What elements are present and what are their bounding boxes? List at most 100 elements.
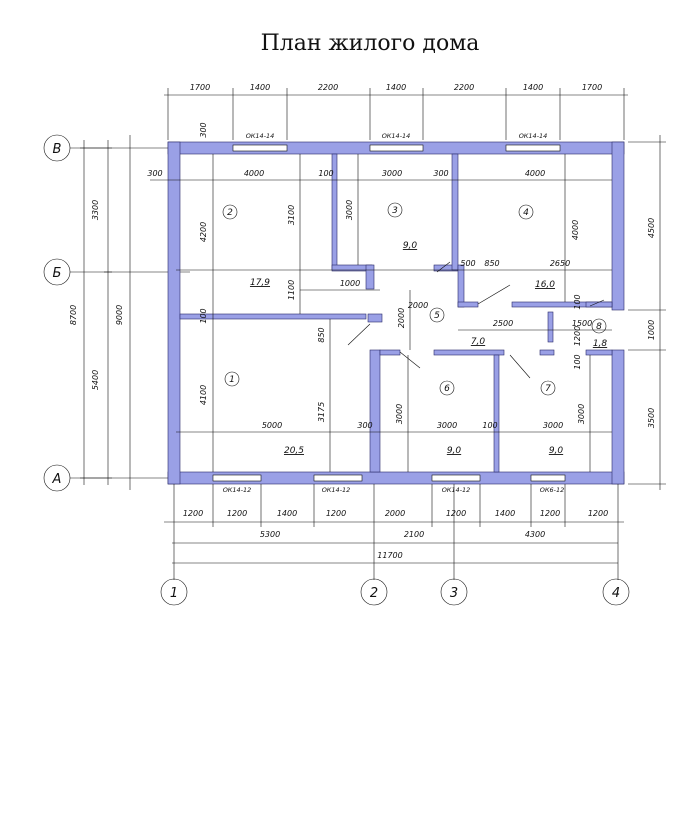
dim-100-o: 100 [482, 421, 497, 430]
axis-label-row-b: Б [53, 266, 62, 281]
partition-1-6 [369, 349, 381, 473]
window-label-bottom-4: ОК6-12 [540, 486, 564, 494]
room-areas: 17,9 9,0 16,0 7,0 20,5 9,0 9,0 1,8 [250, 241, 607, 456]
room-number-4: 4 [523, 208, 529, 218]
dim-3100: 3100 [287, 205, 296, 225]
wall-east-lower [611, 349, 625, 485]
column-axes: 1 2 3 4 [160, 578, 630, 606]
window-label-bottom-3: ОК14-12 [442, 486, 471, 494]
top-dim-3: 2200 [318, 83, 338, 92]
dim-1500: 1500 [572, 319, 592, 328]
partition-6-north-b [433, 349, 505, 356]
axis-label-col-4: 4 [612, 586, 620, 601]
dim-4000-a: 4000 [244, 169, 264, 178]
bottom-dim-6: 1200 [446, 509, 466, 518]
dim-4000-b: 4000 [525, 169, 545, 178]
dim-300-b: 300 [433, 169, 448, 178]
room-area-8: 1,8 [593, 339, 608, 349]
dim-3000-a: 3000 [382, 169, 402, 178]
door-swings [347, 261, 605, 379]
partition-3-jog [365, 264, 375, 290]
room-marker-5 [429, 307, 445, 323]
room-area-4: 16,0 [535, 280, 555, 290]
dim-2000-v: 2000 [397, 308, 406, 328]
right-dimension-chain: 4500 1000 3500 [628, 135, 666, 490]
axis-bubble-col-1 [160, 578, 188, 606]
left-dimension-chains: 3300 5400 8700 9000 [69, 135, 131, 490]
room-number-7: 7 [545, 384, 551, 394]
dim-300-c: 300 [357, 421, 372, 430]
dim-5000: 5000 [262, 421, 282, 430]
room-numbers: 2 3 4 1 5 6 7 8 [227, 206, 602, 394]
inner-dimension-texts: 300 300 4000 100 3000 300 4000 4200 3100… [147, 122, 592, 430]
room-number-3: 3 [392, 206, 398, 216]
axis-label-col-1: 1 [170, 586, 178, 601]
window-label-bottom-2: ОК14-12 [322, 486, 351, 494]
partition-6-north-a [379, 349, 401, 356]
room-number-5: 5 [434, 311, 440, 321]
axis-bubble-col-3 [440, 578, 468, 606]
partition-8-b [539, 349, 555, 356]
top-dim-1: 1700 [190, 83, 210, 92]
axis-bubble-row-a [43, 464, 71, 492]
dim-4100: 4100 [199, 385, 208, 405]
room-area-3: 9,0 [403, 241, 418, 251]
dim-3000-c: 3000 [395, 404, 404, 424]
room-area-7: 9,0 [549, 446, 564, 456]
dim-3000-f: 3000 [577, 404, 586, 424]
partition-8-top [585, 301, 613, 308]
dim-3000-v: 3000 [345, 200, 354, 220]
dim-100-a: 100 [318, 169, 333, 178]
room-marker-7 [540, 380, 556, 396]
dim-300-top: 300 [199, 122, 208, 137]
room-marker-6 [439, 380, 455, 396]
bottom-dim-total: 11700 [377, 551, 402, 560]
top-dim-5: 2200 [454, 83, 474, 92]
dim-2000-h: 2000 [408, 301, 428, 310]
walls [167, 141, 625, 485]
partition-8-bottom [585, 349, 613, 356]
dim-850-v: 850 [317, 327, 326, 342]
dim-1100: 1100 [287, 280, 296, 300]
dim-2500: 2500 [493, 319, 513, 328]
window-label-bottom-1: ОК14-12 [223, 486, 252, 494]
partition-4-stub [457, 264, 465, 308]
top-dimension-chain: 1700 1400 2200 1400 2200 1400 1700 [164, 83, 628, 140]
window-label-top-1: ОК14-14 [246, 132, 275, 140]
dim-4000-v: 4000 [571, 220, 580, 240]
inner-dimension-lines [150, 154, 612, 472]
dim-1200: 1200 [573, 326, 582, 346]
bottom-dim-2-3: 4300 [525, 530, 545, 539]
bottom-dim-8: 1200 [540, 509, 560, 518]
partition-1-2-end [367, 313, 383, 323]
top-dim-2: 1400 [250, 83, 270, 92]
room-marker-3 [387, 202, 403, 218]
room-area-6: 9,0 [447, 446, 462, 456]
dim-3000-e: 3000 [543, 421, 563, 430]
dim-300-a: 300 [147, 169, 162, 178]
left-dim-lower: 5400 [91, 370, 100, 390]
left-dim-total2: 9000 [115, 305, 124, 325]
bottom-dim-1: 1200 [183, 509, 203, 518]
room-area-1: 20,5 [284, 446, 304, 456]
room-marker-4 [518, 204, 534, 220]
dim-850-h: 850 [484, 259, 499, 268]
dim-500: 500 [460, 259, 475, 268]
axis-label-col-2: 2 [370, 586, 378, 601]
room-number-8: 8 [596, 322, 602, 332]
bottom-dim-2-2: 2100 [404, 530, 424, 539]
dim-100-m: 100 [573, 294, 582, 309]
bottom-dim-5: 2000 [385, 509, 405, 518]
bottom-dim-3: 1400 [277, 509, 297, 518]
wall-west [167, 141, 181, 485]
right-dim-lower: 3500 [647, 408, 656, 428]
room-number-1: 1 [229, 375, 235, 385]
room-marker-2 [222, 204, 238, 220]
room-area-2: 17,9 [250, 278, 270, 288]
room-number-2: 2 [227, 208, 233, 218]
top-dim-7: 1700 [582, 83, 602, 92]
axis-bubble-col-2 [360, 578, 388, 606]
room-number-6: 6 [444, 384, 450, 394]
right-dim-upper: 4500 [647, 218, 656, 238]
window-label-top-3: ОК14-14 [519, 132, 548, 140]
